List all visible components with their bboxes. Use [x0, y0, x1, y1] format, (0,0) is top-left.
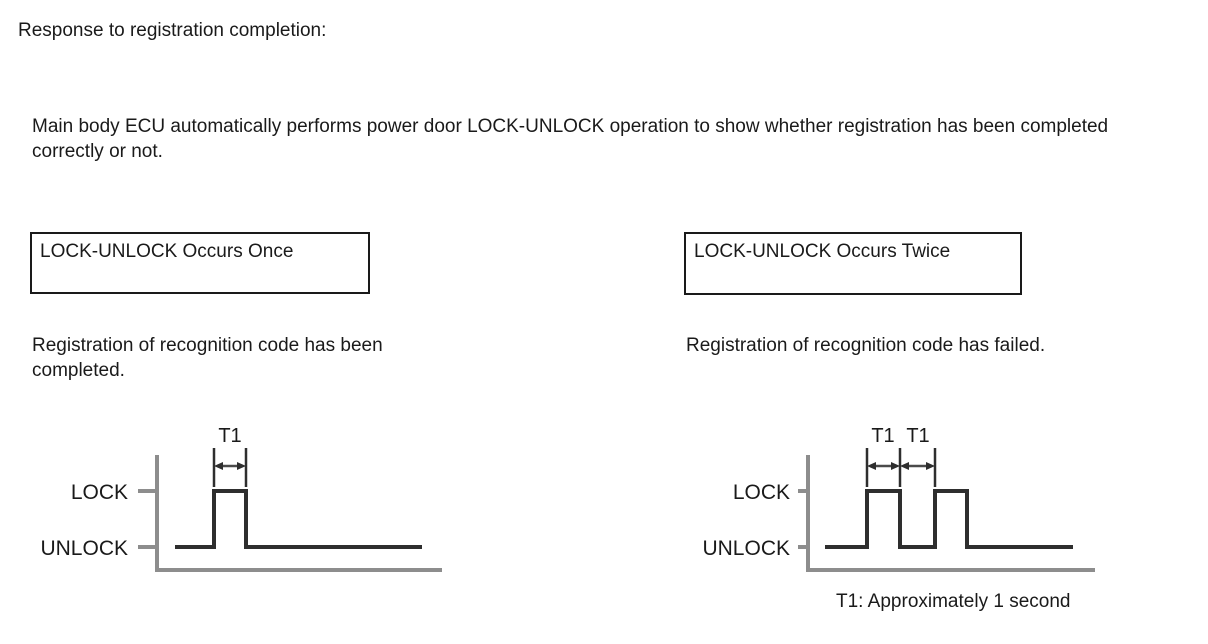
axis-label-unlock-once: UNLOCK [40, 537, 128, 560]
timing-footnote: T1: Approximately 1 second [836, 591, 1071, 612]
axis-label-lock-once: LOCK [71, 481, 128, 504]
dimension-arrowhead-1-twice [867, 462, 876, 470]
signal-trace-once [175, 489, 422, 549]
signal-trace-twice [825, 489, 1073, 549]
dimension-arrowhead-3-twice [900, 462, 909, 470]
axis-label-lock-twice: LOCK [733, 481, 790, 504]
dimension-arrowhead-right-once [237, 462, 246, 470]
timing-chart-once: LOCK UNLOCK T1 [40, 425, 442, 572]
dimension-arrowhead-2-twice [891, 462, 900, 470]
panel-caption-twice: Registration of recognition code has fai… [686, 335, 1046, 356]
page-heading: Response to registration completion: [18, 20, 327, 41]
timing-chart-twice: LOCK UNLOCK T1 T1 [702, 425, 1095, 572]
panel-title-once: LOCK-UNLOCK Occurs Once [40, 241, 294, 262]
dimension-label-t1-once: T1 [218, 425, 241, 447]
axis-label-unlock-twice: UNLOCK [702, 537, 790, 560]
intro-paragraph: Main body ECU automatically performs pow… [32, 116, 1109, 162]
panel-caption-once: Registration of recognition code has bee… [32, 335, 383, 381]
dimension-arrowhead-left-once [214, 462, 223, 470]
panel-title-box-twice: LOCK-UNLOCK Occurs Twice [684, 232, 1022, 295]
dimension-arrowhead-4-twice [926, 462, 935, 470]
dimension-label-t1-second-twice: T1 [906, 425, 929, 447]
panel-title-box-once: LOCK-UNLOCK Occurs Once [30, 232, 370, 294]
panel-title-twice: LOCK-UNLOCK Occurs Twice [694, 241, 951, 262]
dimension-label-t1-first-twice: T1 [871, 425, 894, 447]
